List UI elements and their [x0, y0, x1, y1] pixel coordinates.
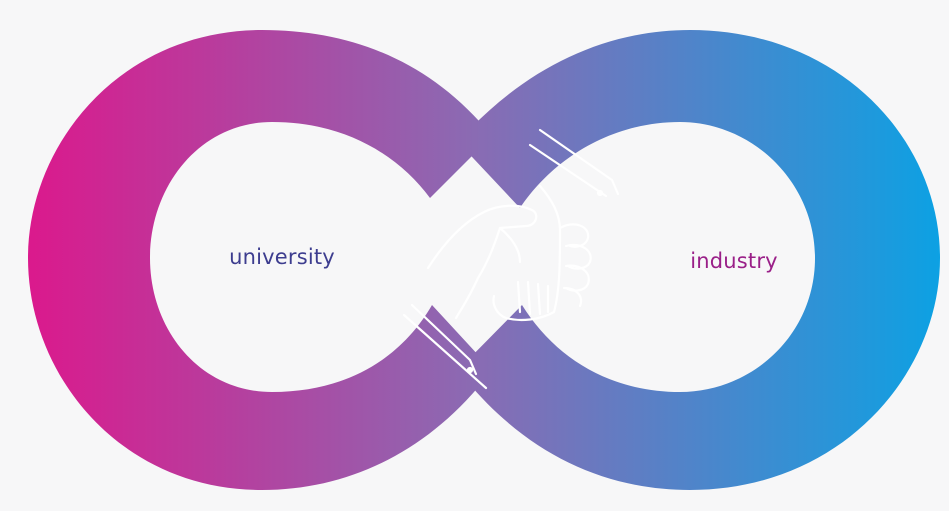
sleeve-outlines	[402, 128, 620, 390]
handshake-icon	[426, 184, 592, 322]
left-loop	[28, 30, 492, 490]
university-label: university	[229, 245, 335, 269]
industry-label: industry	[690, 249, 778, 273]
right-loop	[458, 30, 940, 490]
